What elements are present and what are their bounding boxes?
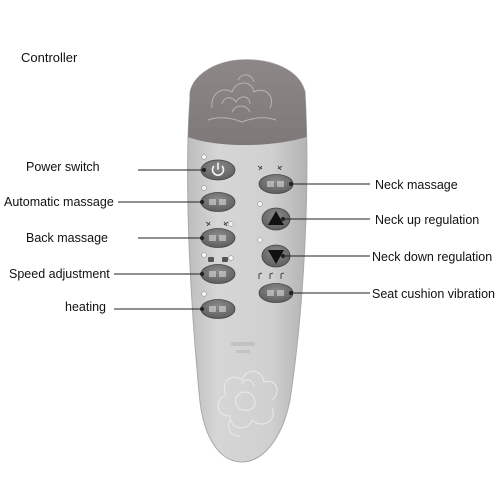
mode-glyphs [205, 165, 285, 279]
down-arrow-icon [268, 250, 284, 264]
power-button[interactable] [200, 159, 236, 181]
neck-down-button[interactable] [261, 244, 291, 268]
automatic-massage-button[interactable] [200, 192, 236, 212]
leader-lines [114, 167, 370, 312]
label-heating: heating [65, 300, 107, 314]
label-neck-up-regulation: Neck up regulation [375, 213, 480, 227]
floral-decoration-top [207, 74, 277, 123]
heating-button[interactable] [200, 299, 236, 319]
speed-glyphs [208, 257, 228, 262]
label-speed-adjustment: Speed adjustment [9, 267, 110, 281]
neck-massage-button[interactable] [258, 174, 294, 194]
up-arrow-icon [268, 211, 284, 225]
label-neck-massage: Neck massage [375, 178, 458, 192]
neck-up-button[interactable] [261, 207, 291, 231]
label-neck-down-regulation: Neck down regulation [372, 250, 493, 264]
floral-decoration-bottom [217, 370, 278, 437]
back-massage-button[interactable] [200, 228, 236, 248]
label-back-massage: Back massage [26, 231, 108, 245]
label-power-switch: Power switch [26, 160, 100, 174]
label-automatic-massage: Automatic massage [4, 195, 114, 209]
indicator-lights [201, 154, 263, 297]
brand-mark [231, 342, 255, 353]
label-seat-cushion-vibration: Seat cushion vibration [372, 287, 495, 301]
speed-adjustment-button[interactable] [200, 264, 236, 284]
diagram-title: Controller [21, 50, 78, 65]
seat-cushion-vibration-button[interactable] [258, 283, 294, 303]
power-icon [211, 162, 225, 176]
